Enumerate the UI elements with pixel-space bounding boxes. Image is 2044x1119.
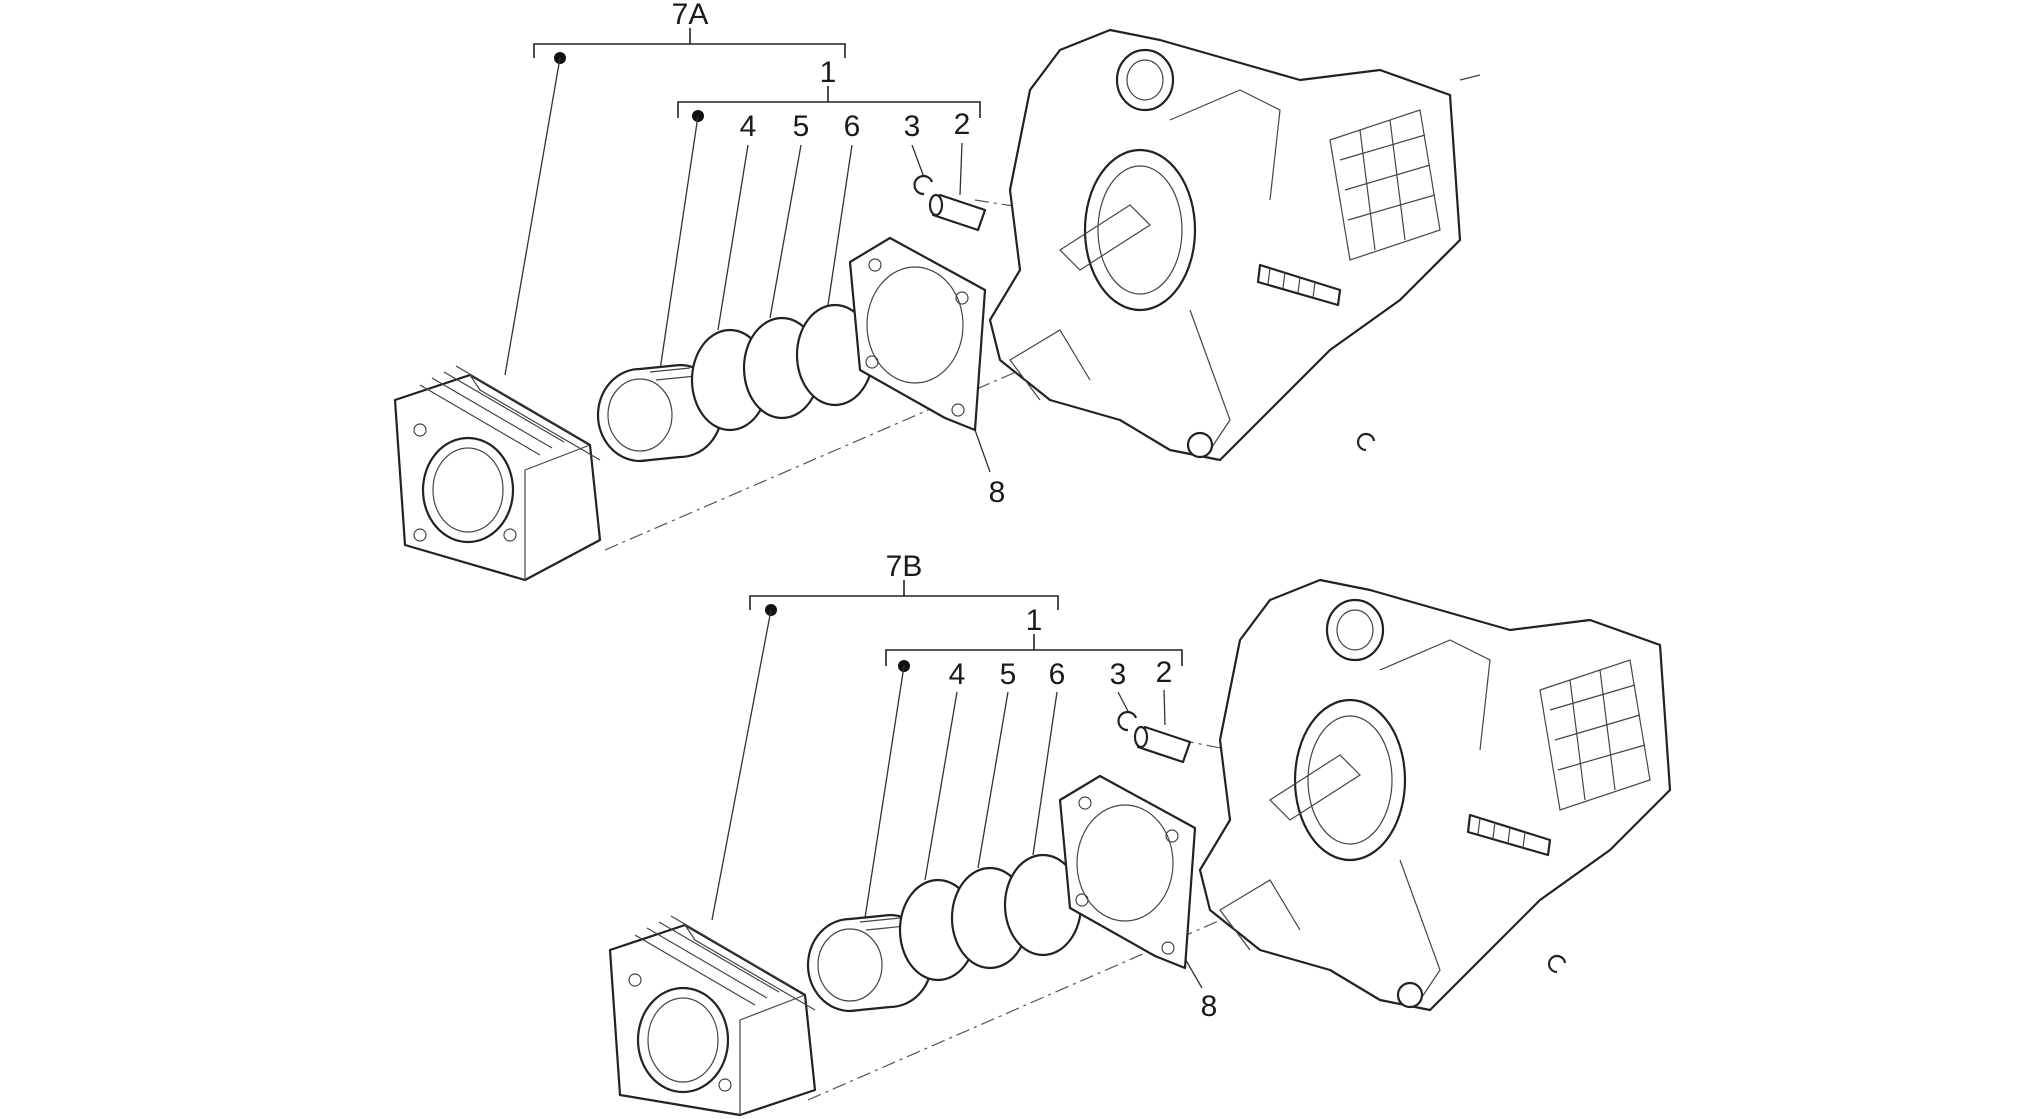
label-part-6-bottom: 6 bbox=[1049, 658, 1066, 691]
cylinder-bore bbox=[421, 436, 515, 544]
group-7b: 7B 1 4 5 6 3 2 8 bbox=[608, 550, 1672, 1117]
head-gasket-part-bottom bbox=[1058, 774, 1197, 970]
label-part-3-bottom: 3 bbox=[1110, 658, 1127, 691]
piston-pin-part-top bbox=[928, 193, 987, 232]
label-7b: 7B bbox=[886, 550, 923, 583]
label-part-2-top: 2 bbox=[954, 108, 971, 141]
label-part-5-bottom: 5 bbox=[1000, 658, 1017, 691]
label-part-8-bottom: 8 bbox=[1201, 990, 1218, 1023]
head-gasket-part-top bbox=[848, 236, 987, 432]
label-part-5-top: 5 bbox=[793, 110, 810, 143]
circlip-part-bottom bbox=[1117, 710, 1138, 732]
label-1-top: 1 bbox=[820, 56, 837, 89]
crankcase-circlip-top bbox=[1357, 432, 1376, 452]
bracket-1-bottom bbox=[864, 634, 1183, 919]
bracket-1-top bbox=[659, 86, 981, 371]
piston-part-top bbox=[596, 363, 724, 463]
circlip-part-top bbox=[913, 174, 934, 196]
label-part-2-bottom: 2 bbox=[1156, 656, 1173, 689]
crankcase-part-top bbox=[988, 28, 1481, 462]
label-part-6-top: 6 bbox=[844, 110, 861, 143]
cylinder-part-top bbox=[393, 365, 602, 582]
label-part-4-top: 4 bbox=[740, 110, 757, 143]
bracket-7a bbox=[504, 28, 846, 376]
cylinder-part-bottom bbox=[608, 915, 817, 1117]
crankcase-circlip-bottom bbox=[1548, 954, 1567, 974]
group-7a: 7A 1 4 5 6 3 2 8 bbox=[393, 0, 1481, 582]
bracket-7b bbox=[711, 580, 1059, 921]
label-part-4-bottom: 4 bbox=[949, 658, 966, 691]
label-part-8-top: 8 bbox=[989, 476, 1006, 509]
label-part-3-top: 3 bbox=[904, 110, 921, 143]
cylinder-bore bbox=[636, 986, 730, 1094]
piston-pin-part-bottom bbox=[1133, 725, 1192, 764]
crankcase-part-bottom bbox=[1198, 578, 1672, 1012]
label-7a: 7A bbox=[672, 0, 709, 31]
label-1-bottom: 1 bbox=[1026, 604, 1043, 637]
